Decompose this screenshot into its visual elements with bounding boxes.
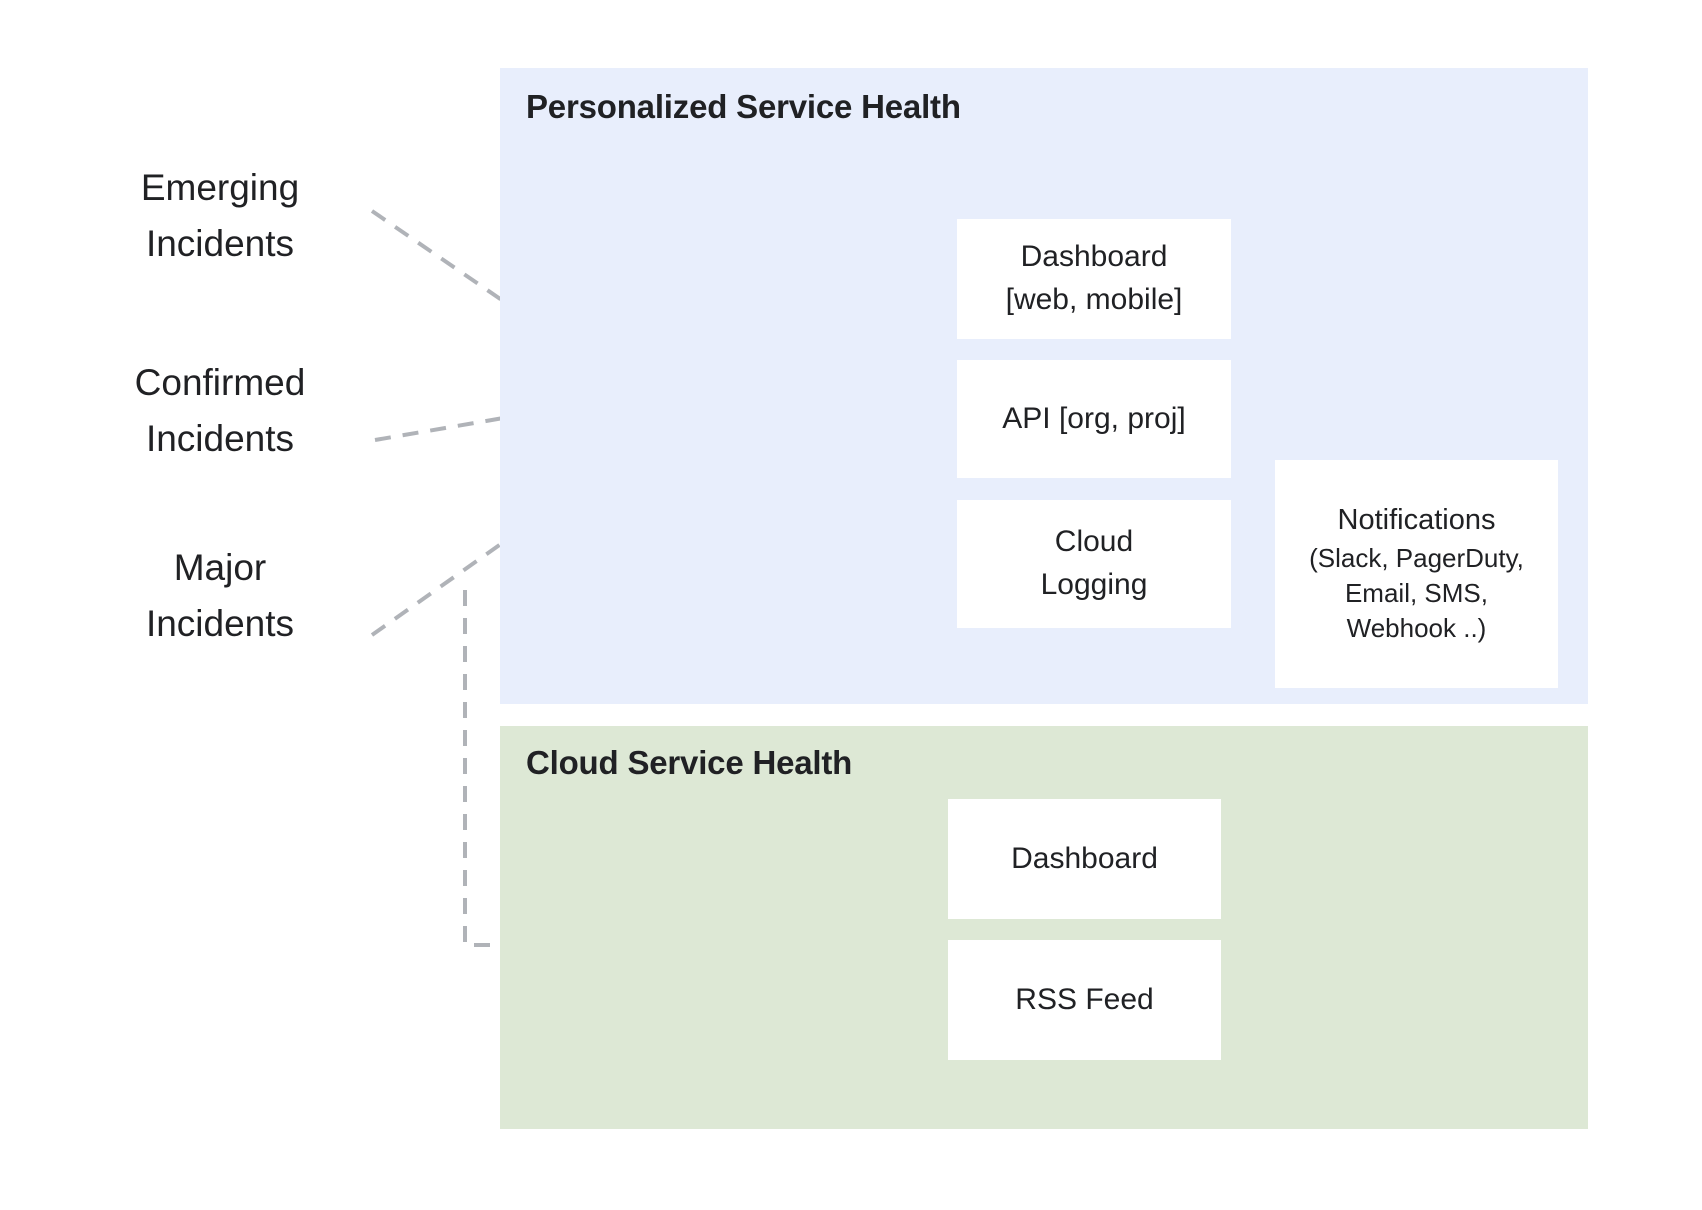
source-label-confirmed-incidents: Confirmed Incidents	[60, 355, 380, 466]
source-label-line-1: Emerging	[140, 167, 300, 208]
node-label-line-3: Email, SMS,	[1344, 578, 1488, 609]
node-label-line-4: Webhook ..)	[1346, 613, 1487, 644]
node-label-line-1: RSS Feed	[1015, 982, 1154, 1016]
panel-title-personalized-service-health: Personalized Service Health	[526, 88, 961, 125]
node-notifications[interactable]: Notifications (Slack, PagerDuty, Email, …	[1275, 460, 1558, 688]
node-label-line-1: Dashboard	[1011, 841, 1158, 875]
source-label-emerging-incidents: Emerging Incidents	[60, 160, 380, 271]
source-label-line-2: Incidents	[145, 602, 295, 644]
panel-cloud-service-health: Cloud Service Health	[500, 726, 1588, 1129]
node-cloud-logging[interactable]: Cloud Logging	[957, 500, 1231, 628]
node-cloud-dashboard[interactable]: Dashboard	[948, 799, 1221, 919]
node-rss-feed[interactable]: RSS Feed	[948, 940, 1221, 1060]
source-label-major-incidents: Major Incidents	[60, 540, 380, 651]
node-label-line-2: [web, mobile]	[1005, 283, 1183, 316]
source-label-line-2: Incidents	[145, 222, 295, 264]
node-label-line-2: (Slack, PagerDuty,	[1309, 542, 1524, 573]
node-dashboard-web-mobile[interactable]: Dashboard [web, mobile]	[957, 219, 1231, 339]
panel-title-cloud-service-health: Cloud Service Health	[526, 744, 853, 781]
source-label-line-2: Incidents	[145, 417, 295, 459]
node-label-line-2: Logging	[1040, 568, 1148, 601]
node-label-line-1: Notifications	[1337, 504, 1496, 537]
source-label-line-1: Major	[173, 547, 267, 588]
node-label-line-1: Cloud	[1054, 525, 1134, 559]
node-label-line-1: API [org, proj]	[1002, 401, 1186, 435]
source-label-line-1: Confirmed	[134, 362, 306, 403]
node-api-org-proj[interactable]: API [org, proj]	[957, 360, 1231, 478]
node-label-line-1: Dashboard	[1020, 240, 1168, 274]
